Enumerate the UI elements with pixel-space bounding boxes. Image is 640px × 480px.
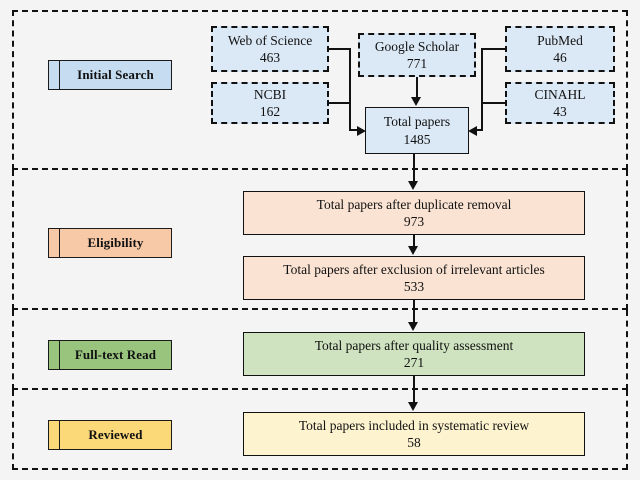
source-name: Google Scholar xyxy=(374,38,460,54)
connector-exclusion-to-quality xyxy=(413,300,415,323)
connector-right-trunk xyxy=(481,48,483,131)
arrow-exclusion-to-quality xyxy=(408,322,418,331)
result-count: 58 xyxy=(407,435,421,450)
connector-pubmed-horizontal xyxy=(481,48,505,50)
source-box-google-scholar: Google Scholar 771 xyxy=(358,33,476,77)
source-box-pubmed: PubMed 46 xyxy=(505,26,615,72)
connector-left-trunk xyxy=(349,48,351,131)
connector-cinahl-horizontal xyxy=(481,102,505,104)
stage-label-initial-search: Initial Search xyxy=(48,60,172,90)
source-count: 162 xyxy=(259,104,281,119)
result-box-included-in-review: Total papers included in systematic revi… xyxy=(243,412,585,456)
connector-total-to-duplicates xyxy=(413,154,415,182)
arrow-scholar-to-total-papers xyxy=(411,97,421,106)
stage-label-reviewed: Reviewed xyxy=(48,420,172,450)
result-text: Total papers after duplicate removal xyxy=(316,196,512,212)
result-count: 973 xyxy=(403,214,425,229)
stage-tab-initial-search xyxy=(49,61,60,89)
source-box-cinahl: CINAHL 43 xyxy=(505,82,615,124)
stage-tab-full-text-read xyxy=(49,341,60,369)
stage-tab-eligibility xyxy=(49,229,60,257)
stage-label-text: Full-text Read xyxy=(60,341,171,369)
source-name: CINAHL xyxy=(534,86,586,102)
band-eligibility xyxy=(12,170,628,310)
result-text: Total papers xyxy=(383,114,451,130)
result-box-total-papers: Total papers 1485 xyxy=(365,107,469,154)
connector-wos-horizontal xyxy=(329,48,351,50)
source-count: 463 xyxy=(259,50,281,65)
result-text: Total papers after quality assessment xyxy=(314,337,514,353)
arrow-duplicates-to-exclusion xyxy=(408,246,418,255)
source-box-web-of-science: Web of Science 463 xyxy=(211,26,329,72)
source-name: Web of Science xyxy=(227,32,313,48)
result-count: 1485 xyxy=(403,131,431,147)
band-reviewed xyxy=(12,390,628,470)
stage-label-text: Initial Search xyxy=(60,61,171,89)
source-name: NCBI xyxy=(253,86,287,102)
connector-quality-to-included xyxy=(413,376,415,403)
stage-label-text: Reviewed xyxy=(60,421,171,449)
arrow-quality-to-included xyxy=(408,402,418,411)
source-count: 43 xyxy=(553,104,567,119)
connector-scholar-to-total xyxy=(416,77,418,98)
result-box-after-exclusion: Total papers after exclusion of irreleva… xyxy=(243,256,585,300)
result-count: 533 xyxy=(403,279,425,294)
source-name: PubMed xyxy=(537,32,583,48)
connector-right-into-total xyxy=(477,129,483,131)
result-text: Total papers after exclusion of irreleva… xyxy=(283,261,545,277)
source-box-ncbi: NCBI 162 xyxy=(211,82,329,124)
band-full-text-read xyxy=(12,310,628,390)
arrow-right-into-total-papers xyxy=(468,125,477,136)
connector-duplicates-to-exclusion xyxy=(413,235,415,247)
stage-label-full-text-read: Full-text Read xyxy=(48,340,172,370)
arrow-left-into-total-papers xyxy=(357,125,366,136)
arrow-total-to-duplicates xyxy=(408,181,418,190)
result-count: 271 xyxy=(403,355,425,370)
stage-label-text: Eligibility xyxy=(60,229,171,257)
band-initial-search xyxy=(12,10,628,170)
result-box-after-quality-assessment: Total papers after quality assessment 27… xyxy=(243,332,585,376)
stage-tab-reviewed xyxy=(49,421,60,449)
source-count: 771 xyxy=(406,56,428,71)
source-count: 46 xyxy=(553,50,567,65)
connector-ncbi-horizontal xyxy=(329,102,351,104)
result-box-after-duplicate-removal: Total papers after duplicate removal 973 xyxy=(243,191,585,235)
result-text: Total papers included in systematic revi… xyxy=(298,417,530,433)
stage-label-eligibility: Eligibility xyxy=(48,228,172,258)
connector-left-into-total xyxy=(349,129,358,131)
